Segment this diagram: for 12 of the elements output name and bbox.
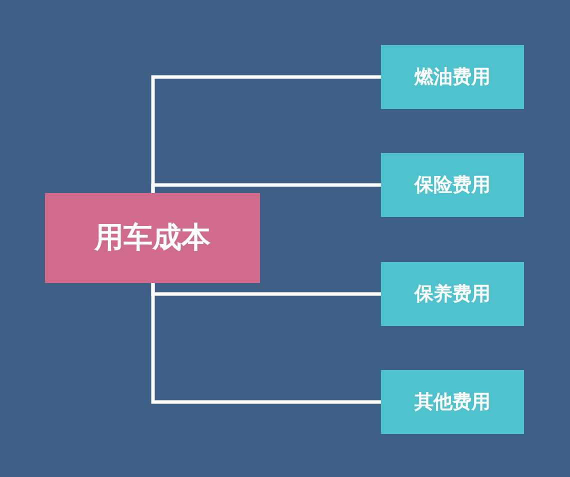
- category-box: [381, 153, 524, 217]
- node-label: 燃油费用: [414, 65, 490, 90]
- category-box: [381, 370, 524, 434]
- connector-line: [151, 283, 381, 404]
- root-box: [45, 193, 260, 283]
- node-label: 保险费用: [414, 173, 490, 198]
- connector-line: [151, 183, 381, 193]
- node-label: 保养费用: [414, 282, 490, 307]
- node-label: 用车成本: [94, 219, 210, 256]
- category-box: [381, 45, 524, 109]
- node-label: 其他费用: [414, 390, 490, 415]
- category-box: [381, 262, 524, 326]
